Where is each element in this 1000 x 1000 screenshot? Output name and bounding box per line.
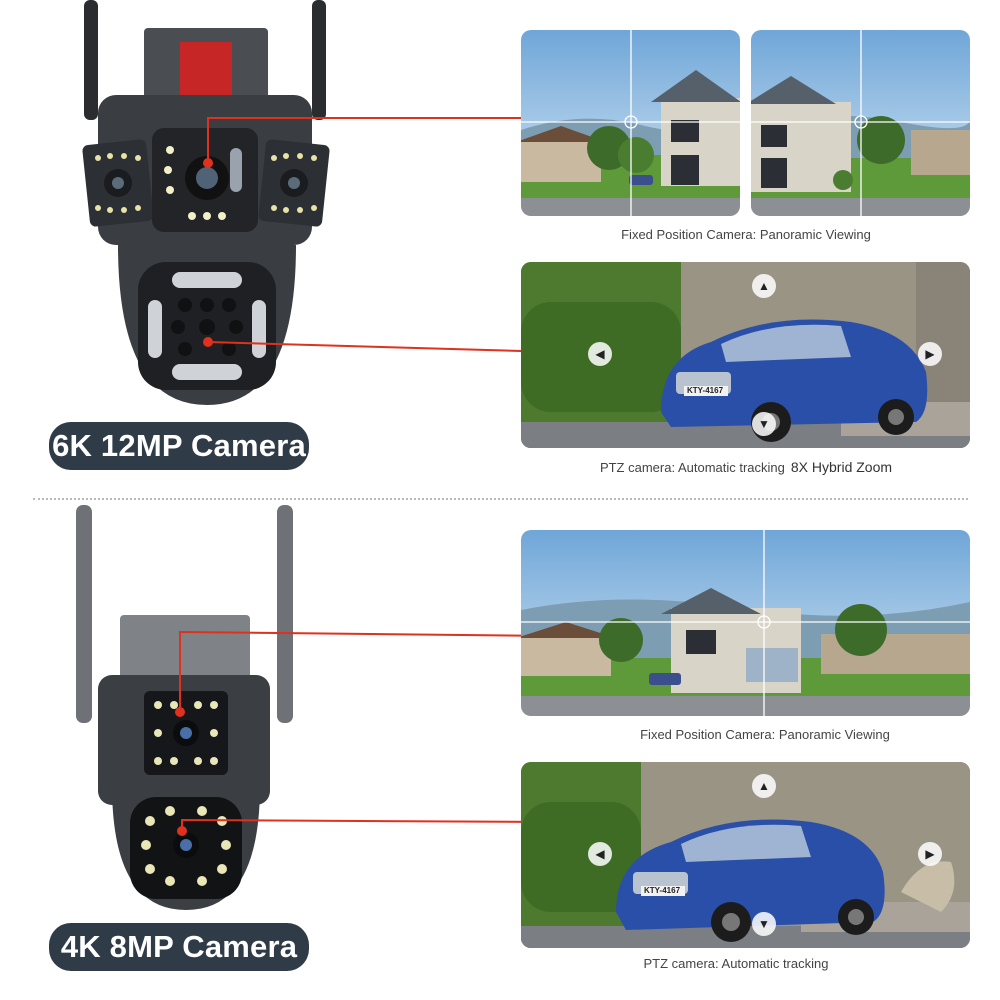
pan-right-icon[interactable]: ▶	[918, 342, 942, 366]
pan-up-icon-bottom[interactable]: ▲	[752, 774, 776, 798]
ptz-view-bottom: KTY-4167 ▲ ▼ ◀ ▶	[521, 762, 970, 948]
panorama-view-bottom	[521, 530, 970, 716]
pan-down-icon[interactable]: ▼	[752, 412, 776, 436]
zoom-label: 8X Hybrid Zoom	[790, 459, 893, 475]
camera-6k-image	[80, 0, 330, 410]
pan-left-icon-bottom[interactable]: ◀	[588, 842, 612, 866]
caption-fixed-bottom: Fixed Position Camera: Panoramic Viewing	[640, 727, 890, 742]
license-plate-bottom: KTY-4167	[644, 886, 681, 895]
panorama-view-left	[521, 30, 740, 216]
section-divider	[33, 498, 968, 500]
camera-4k-image	[70, 505, 300, 915]
pan-left-icon[interactable]: ◀	[588, 342, 612, 366]
caption-ptz-top: PTZ camera: Automatic tracking 8X Hybrid …	[521, 459, 971, 475]
pan-up-icon[interactable]: ▲	[752, 274, 776, 298]
camera-model-badge: 6K 12MP Camera	[49, 422, 309, 470]
caption-fixed-top: Fixed Position Camera: Panoramic Viewing	[621, 227, 871, 242]
camera-model-badge-4k: 4K 8MP Camera	[49, 923, 309, 971]
caption-ptz-text: PTZ camera: Automatic tracking	[599, 460, 785, 475]
license-plate: KTY-4167	[687, 386, 724, 395]
caption-ptz-bottom: PTZ camera: Automatic tracking	[643, 956, 829, 971]
panorama-view-right	[751, 30, 970, 216]
ptz-view-top: KTY-4167 ▲ ▼ ◀ ▶	[521, 262, 970, 448]
pan-right-icon-bottom[interactable]: ▶	[918, 842, 942, 866]
pan-down-icon-bottom[interactable]: ▼	[752, 912, 776, 936]
